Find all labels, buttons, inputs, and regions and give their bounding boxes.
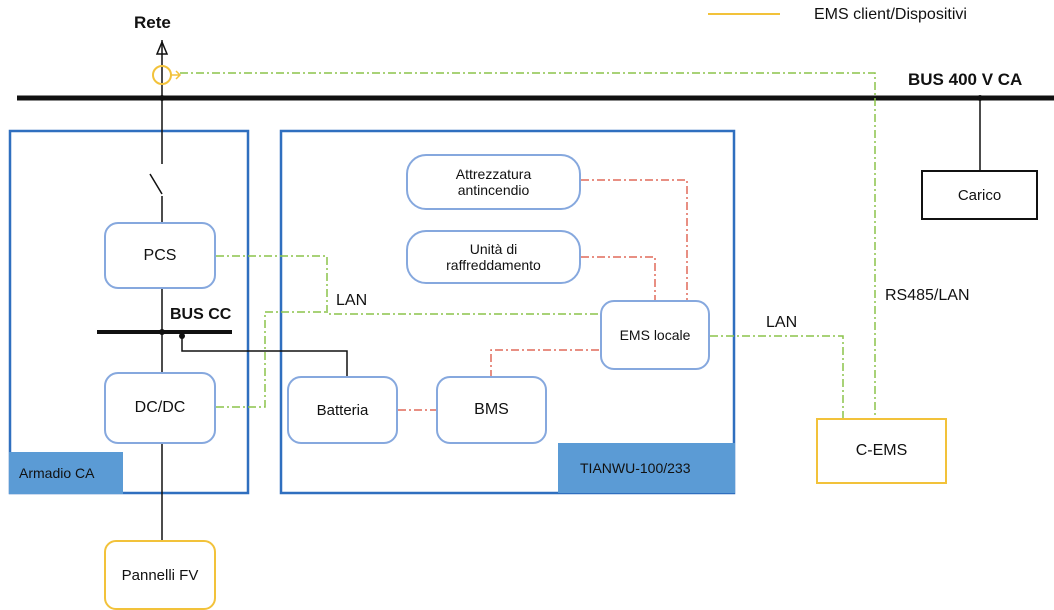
- load-label: Carico: [957, 186, 1002, 204]
- dc-bus-label: BUS CC: [170, 306, 232, 323]
- grid-arrow-icon: [155, 40, 169, 55]
- ess-tag: TIANWU-100/233: [558, 443, 735, 493]
- grid-label: Rete: [134, 13, 171, 32]
- battery-dc-link: [181, 336, 348, 376]
- bus-junction: [159, 329, 165, 335]
- cabinet-tag-label: Armadio CA: [19, 465, 95, 481]
- pv-node: Pannelli FV: [104, 540, 216, 610]
- pv-label: Pannelli FV: [121, 566, 199, 584]
- lan-label: LAN: [766, 314, 798, 331]
- ems-local-label: EMS locale: [619, 327, 691, 343]
- cems-node: C-EMS: [816, 418, 947, 484]
- cabinet-tag: Armadio CA: [9, 452, 123, 494]
- cems-label: C-EMS: [855, 442, 908, 459]
- pcs-label: PCS: [143, 246, 177, 264]
- bms-node: BMS: [436, 376, 547, 444]
- cooling-unit-node: Unità di raffreddamento: [406, 230, 581, 284]
- bms-label: BMS: [474, 401, 509, 418]
- pcs-node: PCS: [104, 222, 216, 289]
- ac-bus-label: BUS 400 V CA: [908, 70, 1023, 89]
- lan-label: LAN: [336, 292, 368, 309]
- dcdc-node: DC/DC: [104, 372, 216, 444]
- internal-links: [398, 179, 688, 411]
- meter-tail: [171, 70, 182, 80]
- communication-lines: [180, 72, 876, 420]
- dcdc-label: DC/DC: [134, 399, 186, 416]
- legend-label: EMS client/Dispositivi: [814, 6, 967, 23]
- battery-node: Batteria: [287, 376, 398, 444]
- ess-tag-label: TIANWU-100/233: [580, 460, 691, 476]
- load-node: Carico: [921, 170, 1038, 220]
- ems-local-node: EMS locale: [600, 300, 710, 370]
- cabinet-frame: [8, 129, 250, 495]
- fire-equipment-node: Attrezzatura antincendio: [406, 154, 581, 210]
- rs485-label: RS485/LAN: [885, 287, 970, 304]
- cooling-unit-label: Unità di raffreddamento: [446, 241, 541, 273]
- fire-equipment-label: Attrezzatura antincendio: [455, 166, 532, 198]
- breaker-icon: [149, 173, 163, 195]
- battery-label: Batteria: [316, 401, 369, 419]
